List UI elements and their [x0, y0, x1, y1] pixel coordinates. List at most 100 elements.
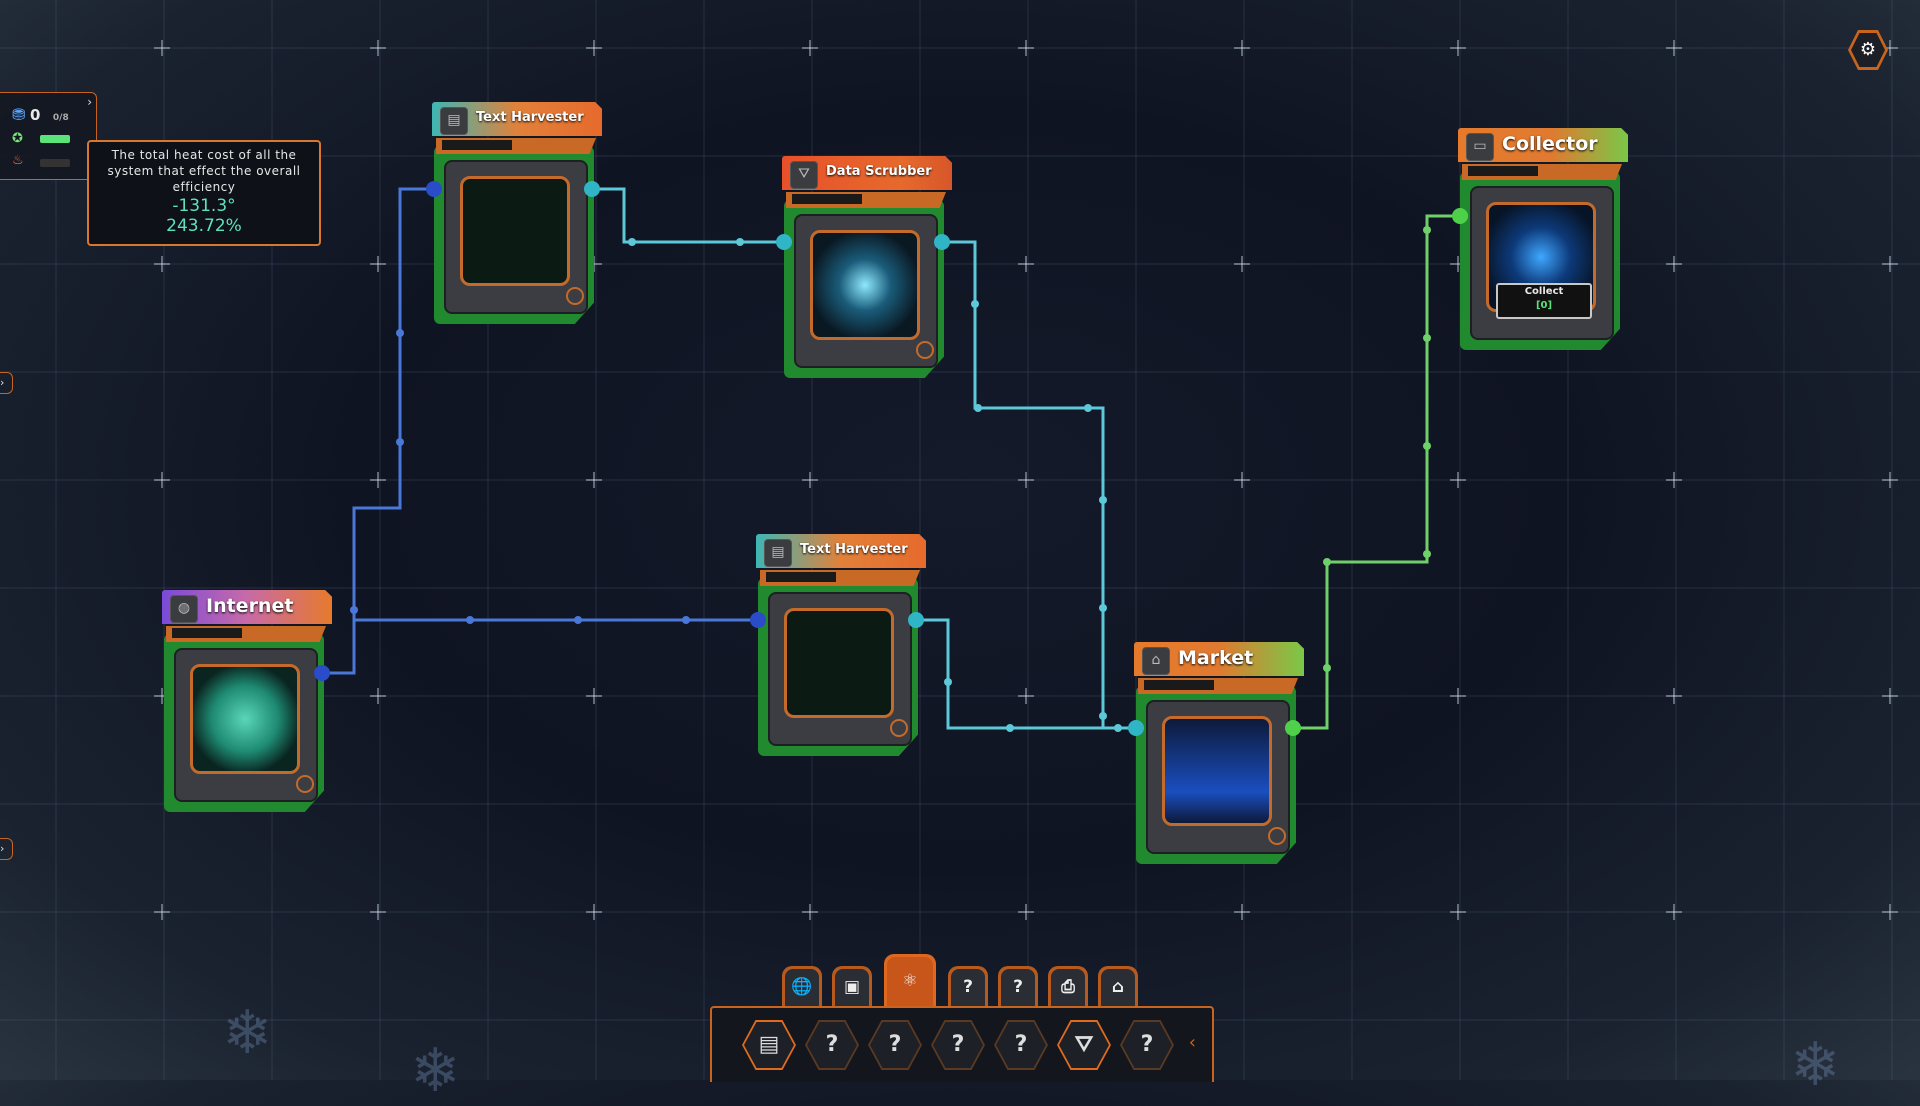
- text-harvester-icon: ▤: [440, 107, 468, 135]
- wire-joint: [974, 404, 982, 412]
- build-funnel-icon[interactable]: ⛛: [1057, 1020, 1111, 1070]
- tab-document-icon[interactable]: ⎙: [1048, 966, 1088, 1006]
- wire-joint: [1423, 226, 1431, 234]
- chart-screen: [1162, 716, 1272, 826]
- build-locked-icon[interactable]: ?: [931, 1020, 985, 1070]
- wire-joint: [1323, 664, 1331, 672]
- locked-icon: ?: [1122, 1022, 1172, 1068]
- build-locked-icon[interactable]: ?: [868, 1020, 922, 1070]
- locked-icon: ?: [951, 969, 985, 1006]
- heat-tooltip: The total heat cost of all the system th…: [87, 140, 321, 246]
- node-title: Market: [1178, 647, 1254, 669]
- resource-hud: ⛃ 0 0/8 ✪ ♨ ›: [0, 92, 97, 180]
- wire-market-to-collector: [1293, 214, 1460, 730]
- tooltip-heat-value: -131.3°: [172, 196, 236, 216]
- node-title: Internet: [206, 595, 294, 617]
- matrix-screen: [784, 608, 894, 718]
- build-text-harvester-icon[interactable]: ▤: [742, 1020, 796, 1070]
- node-title: Data Scrubber: [826, 164, 932, 179]
- build-locked-icon[interactable]: ?: [994, 1020, 1048, 1070]
- tab-globe-icon[interactable]: 🌐: [782, 966, 822, 1006]
- globe-icon: 🌐: [785, 969, 819, 1006]
- input-port[interactable]: [776, 234, 792, 250]
- wire-joint: [682, 616, 690, 624]
- funnel-icon: ⛛: [790, 161, 818, 189]
- tab-chip-icon[interactable]: ▣: [832, 966, 872, 1006]
- side-expand-icon[interactable]: ›: [0, 372, 13, 394]
- tab-core-icon[interactable]: ⚛: [884, 954, 936, 1006]
- collect-button[interactable]: Collect [0]: [1496, 283, 1592, 319]
- input-port[interactable]: [750, 612, 766, 628]
- wire-joint: [944, 678, 952, 686]
- globe-screen: [190, 664, 300, 774]
- tab-locked-icon[interactable]: ?: [998, 966, 1038, 1006]
- folder-icon: ▭: [1466, 133, 1494, 161]
- wire-harvester1-to-scrubber: [592, 187, 784, 244]
- globe-icon: ◍: [170, 595, 198, 623]
- wire-internet-to-harvester1: [322, 187, 434, 675]
- hex-screen: [810, 230, 920, 340]
- heat-icon: ♨: [12, 153, 24, 168]
- collect-count: [0]: [1535, 300, 1553, 311]
- wire-joint: [574, 616, 582, 624]
- tab-locked-icon[interactable]: ?: [948, 966, 988, 1006]
- wire-joint: [1099, 712, 1107, 720]
- snowflake-icon: ❄: [222, 998, 273, 1068]
- shop-icon: ⌂: [1101, 969, 1135, 1006]
- node-data-scrubber[interactable]: ⛛ Data Scrubber: [782, 156, 952, 381]
- tooltip-efficiency-value: 243.72%: [166, 216, 242, 236]
- snowflake-icon: ❄: [1790, 1030, 1841, 1100]
- locked-icon: ?: [870, 1022, 920, 1068]
- node-text-harvester-1[interactable]: ▤ Text Harvester: [432, 102, 602, 327]
- build-toolbar: ▤???? ⛛? ‹: [710, 1006, 1214, 1082]
- wire-joint: [396, 329, 404, 337]
- build-locked-icon[interactable]: ?: [1120, 1020, 1174, 1070]
- award-icon: ✪: [12, 131, 23, 146]
- document-icon: ⎙: [1051, 969, 1085, 1006]
- toolbar-scroll-icon[interactable]: ‹: [1188, 1032, 1196, 1053]
- wire-joint: [736, 238, 744, 246]
- wire-joint: [1099, 496, 1107, 504]
- wire-joint: [350, 606, 358, 614]
- side-expand-icon-2[interactable]: ›: [0, 838, 13, 860]
- background-grid: [0, 0, 1920, 1080]
- node-market[interactable]: ⌂ Market: [1134, 642, 1304, 867]
- wire-joint: [971, 300, 979, 308]
- text-harvester-icon: ▤: [764, 539, 792, 567]
- node-internet[interactable]: ◍ Internet: [162, 590, 332, 815]
- wire-joint: [1099, 604, 1107, 612]
- shop-icon: ⌂: [1142, 647, 1170, 675]
- wire-joint: [1423, 334, 1431, 342]
- tooltip-description: The total heat cost of all the system th…: [107, 148, 301, 194]
- output-port[interactable]: [314, 665, 330, 681]
- wire-joint: [1423, 442, 1431, 450]
- locked-icon: ?: [1001, 969, 1035, 1006]
- output-port[interactable]: [584, 181, 600, 197]
- tab-shop-icon[interactable]: ⌂: [1098, 966, 1138, 1006]
- collect-label: Collect: [1524, 286, 1564, 297]
- output-port[interactable]: [934, 234, 950, 250]
- node-text-harvester-2[interactable]: ▤ Text Harvester: [756, 534, 926, 759]
- wire-joint: [1323, 558, 1331, 566]
- locked-icon: ?: [996, 1022, 1046, 1068]
- input-port[interactable]: [426, 181, 442, 197]
- chip-icon: ▣: [835, 969, 869, 1006]
- output-port[interactable]: [1285, 720, 1301, 736]
- build-locked-icon[interactable]: ?: [805, 1020, 859, 1070]
- hud-expand-icon[interactable]: ›: [87, 95, 92, 109]
- locked-icon: ?: [933, 1022, 983, 1068]
- coins-icon: ⛃: [12, 105, 26, 124]
- funnel-icon: ⛛: [1059, 1022, 1109, 1068]
- wire-joint: [1423, 550, 1431, 558]
- input-port[interactable]: [1452, 208, 1468, 224]
- locked-icon: ?: [807, 1022, 857, 1068]
- output-port[interactable]: [908, 612, 924, 628]
- wire-joint: [466, 616, 474, 624]
- wire-harvester2-to-market: [916, 618, 1103, 730]
- matrix-screen: [460, 176, 570, 286]
- coins-value: 0: [29, 106, 41, 124]
- input-port[interactable]: [1128, 720, 1144, 736]
- snowflake-icon: ❄: [410, 1036, 461, 1106]
- efficiency-bar: [40, 135, 70, 143]
- node-collector[interactable]: ▭ Collector Collect [0]: [1458, 128, 1628, 353]
